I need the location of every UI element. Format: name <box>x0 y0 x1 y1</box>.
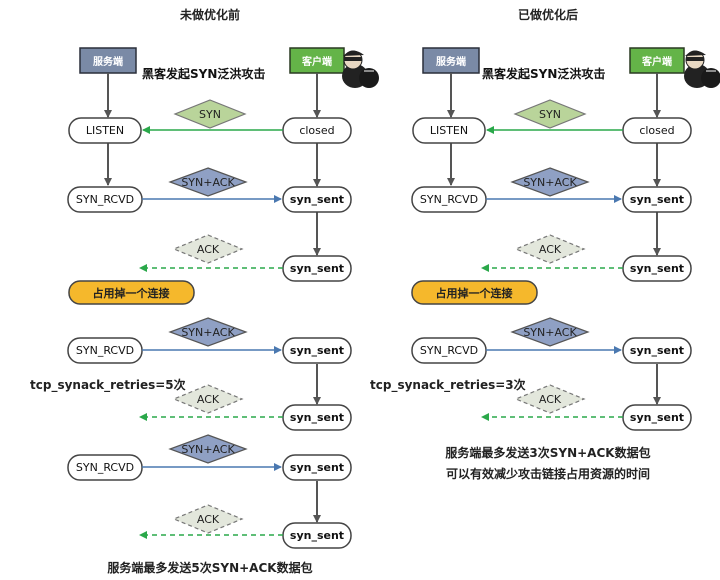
left-syn-sent-label: syn_sent <box>290 461 344 474</box>
left-syn-ack-diamond <box>168 167 248 197</box>
left-syn-rcvd-label: SYN_RCVD <box>76 344 134 357</box>
right-syn-ack-diamond <box>510 317 590 347</box>
right-title: 已做优化后 <box>518 7 578 22</box>
left-closed-label: closed <box>299 124 334 137</box>
left-syn-ack-label: SYN+ACK <box>181 443 235 456</box>
left-client-label: 客户端 <box>301 55 332 68</box>
right-ack-diamond <box>514 234 586 264</box>
right-note-line1: 服务端最多发送3次SYN+ACK数据包 <box>445 445 650 460</box>
left-syn-rcvd-label: SYN_RCVD <box>76 193 134 206</box>
right-attack-text: 黑客发起SYN泛洪攻击 <box>482 66 605 81</box>
right-panel: 已做优化后 服务端 客户端 黑客发起SYN泛洪攻击 LISTEN closed … <box>370 7 720 481</box>
right-ack-label: ACK <box>539 393 562 406</box>
right-listen-state <box>412 117 486 144</box>
right-syn-diamond <box>513 99 587 129</box>
right-closed-label: closed <box>639 124 674 137</box>
left-syn-sent-label: syn_sent <box>290 529 344 542</box>
left-syn-sent-state <box>282 454 352 481</box>
left-occupy-badge <box>68 280 195 305</box>
left-panel: 未做优化前 服务端 客户端 黑客发起SYN泛洪攻击 LISTEN closed … <box>30 7 380 575</box>
right-hacker-icon <box>683 50 720 89</box>
right-syn-ack-label: SYN+ACK <box>523 176 577 189</box>
left-ack-diamond <box>172 234 244 264</box>
right-note-line2: 可以有效减少攻击链接占用资源的时间 <box>446 466 650 481</box>
right-syn-sent-label: syn_sent <box>630 344 684 357</box>
left-attack-text: 黑客发起SYN泛洪攻击 <box>142 66 265 81</box>
left-server-label: 服务端 <box>93 55 123 68</box>
left-retries-text: tcp_synack_retries=5次 <box>30 377 186 393</box>
right-syn-rcvd-label: SYN_RCVD <box>420 344 478 357</box>
right-syn-label: SYN <box>539 108 561 121</box>
left-syn-label: SYN <box>199 108 221 121</box>
right-occupy-label: 占用掉一个连接 <box>436 286 513 300</box>
right-server-box <box>422 47 480 74</box>
left-ack-label: ACK <box>197 243 220 256</box>
right-client-box <box>629 47 685 74</box>
left-title: 未做优化前 <box>179 7 240 22</box>
left-ack-diamond <box>172 504 244 534</box>
right-syn-ack-diamond <box>510 167 590 197</box>
left-syn-rcvd-label: SYN_RCVD <box>76 461 134 474</box>
left-syn-sent-label: syn_sent <box>290 344 344 357</box>
left-syn-sent-label: syn_sent <box>290 193 344 206</box>
right-listen-label: LISTEN <box>430 124 468 137</box>
right-syn-ack-label: SYN+ACK <box>523 326 577 339</box>
left-ack-diamond <box>172 384 244 414</box>
left-listen-label: LISTEN <box>86 124 124 137</box>
left-syn-sent-state <box>282 186 352 213</box>
right-syn-sent-label: syn_sent <box>630 411 684 424</box>
left-syn-ack-label: SYN+ACK <box>181 326 235 339</box>
right-syn-sent-label: syn_sent <box>630 193 684 206</box>
left-occupy-label: 占用掉一个连接 <box>93 286 170 300</box>
left-syn-ack-label: SYN+ACK <box>181 176 235 189</box>
left-listen-state <box>68 117 142 144</box>
right-retries-text: tcp_synack_retries=3次 <box>370 377 526 393</box>
right-syn-rcvd-label: SYN_RCVD <box>420 193 478 206</box>
left-syn-sent-label: syn_sent <box>290 411 344 424</box>
right-syn-sent-state <box>622 337 692 364</box>
left-syn-ack-diamond <box>168 434 248 464</box>
left-hacker-icon <box>341 50 380 89</box>
right-syn-sent-state <box>622 186 692 213</box>
left-ack-label: ACK <box>197 393 220 406</box>
left-syn-sent-state <box>282 337 352 364</box>
right-ack-diamond <box>514 384 586 414</box>
right-syn-sent-label: syn_sent <box>630 262 684 275</box>
right-ack-label: ACK <box>539 243 562 256</box>
right-server-label: 服务端 <box>436 55 466 68</box>
left-syn-sent-label: syn_sent <box>290 262 344 275</box>
left-ack-label: ACK <box>197 513 220 526</box>
left-bottom-note: 服务端最多发送5次SYN+ACK数据包 <box>107 560 312 575</box>
right-client-label: 客户端 <box>641 55 672 68</box>
left-syn-ack-diamond <box>168 317 248 347</box>
left-syn-diamond <box>173 99 247 129</box>
right-occupy-badge <box>411 280 538 305</box>
